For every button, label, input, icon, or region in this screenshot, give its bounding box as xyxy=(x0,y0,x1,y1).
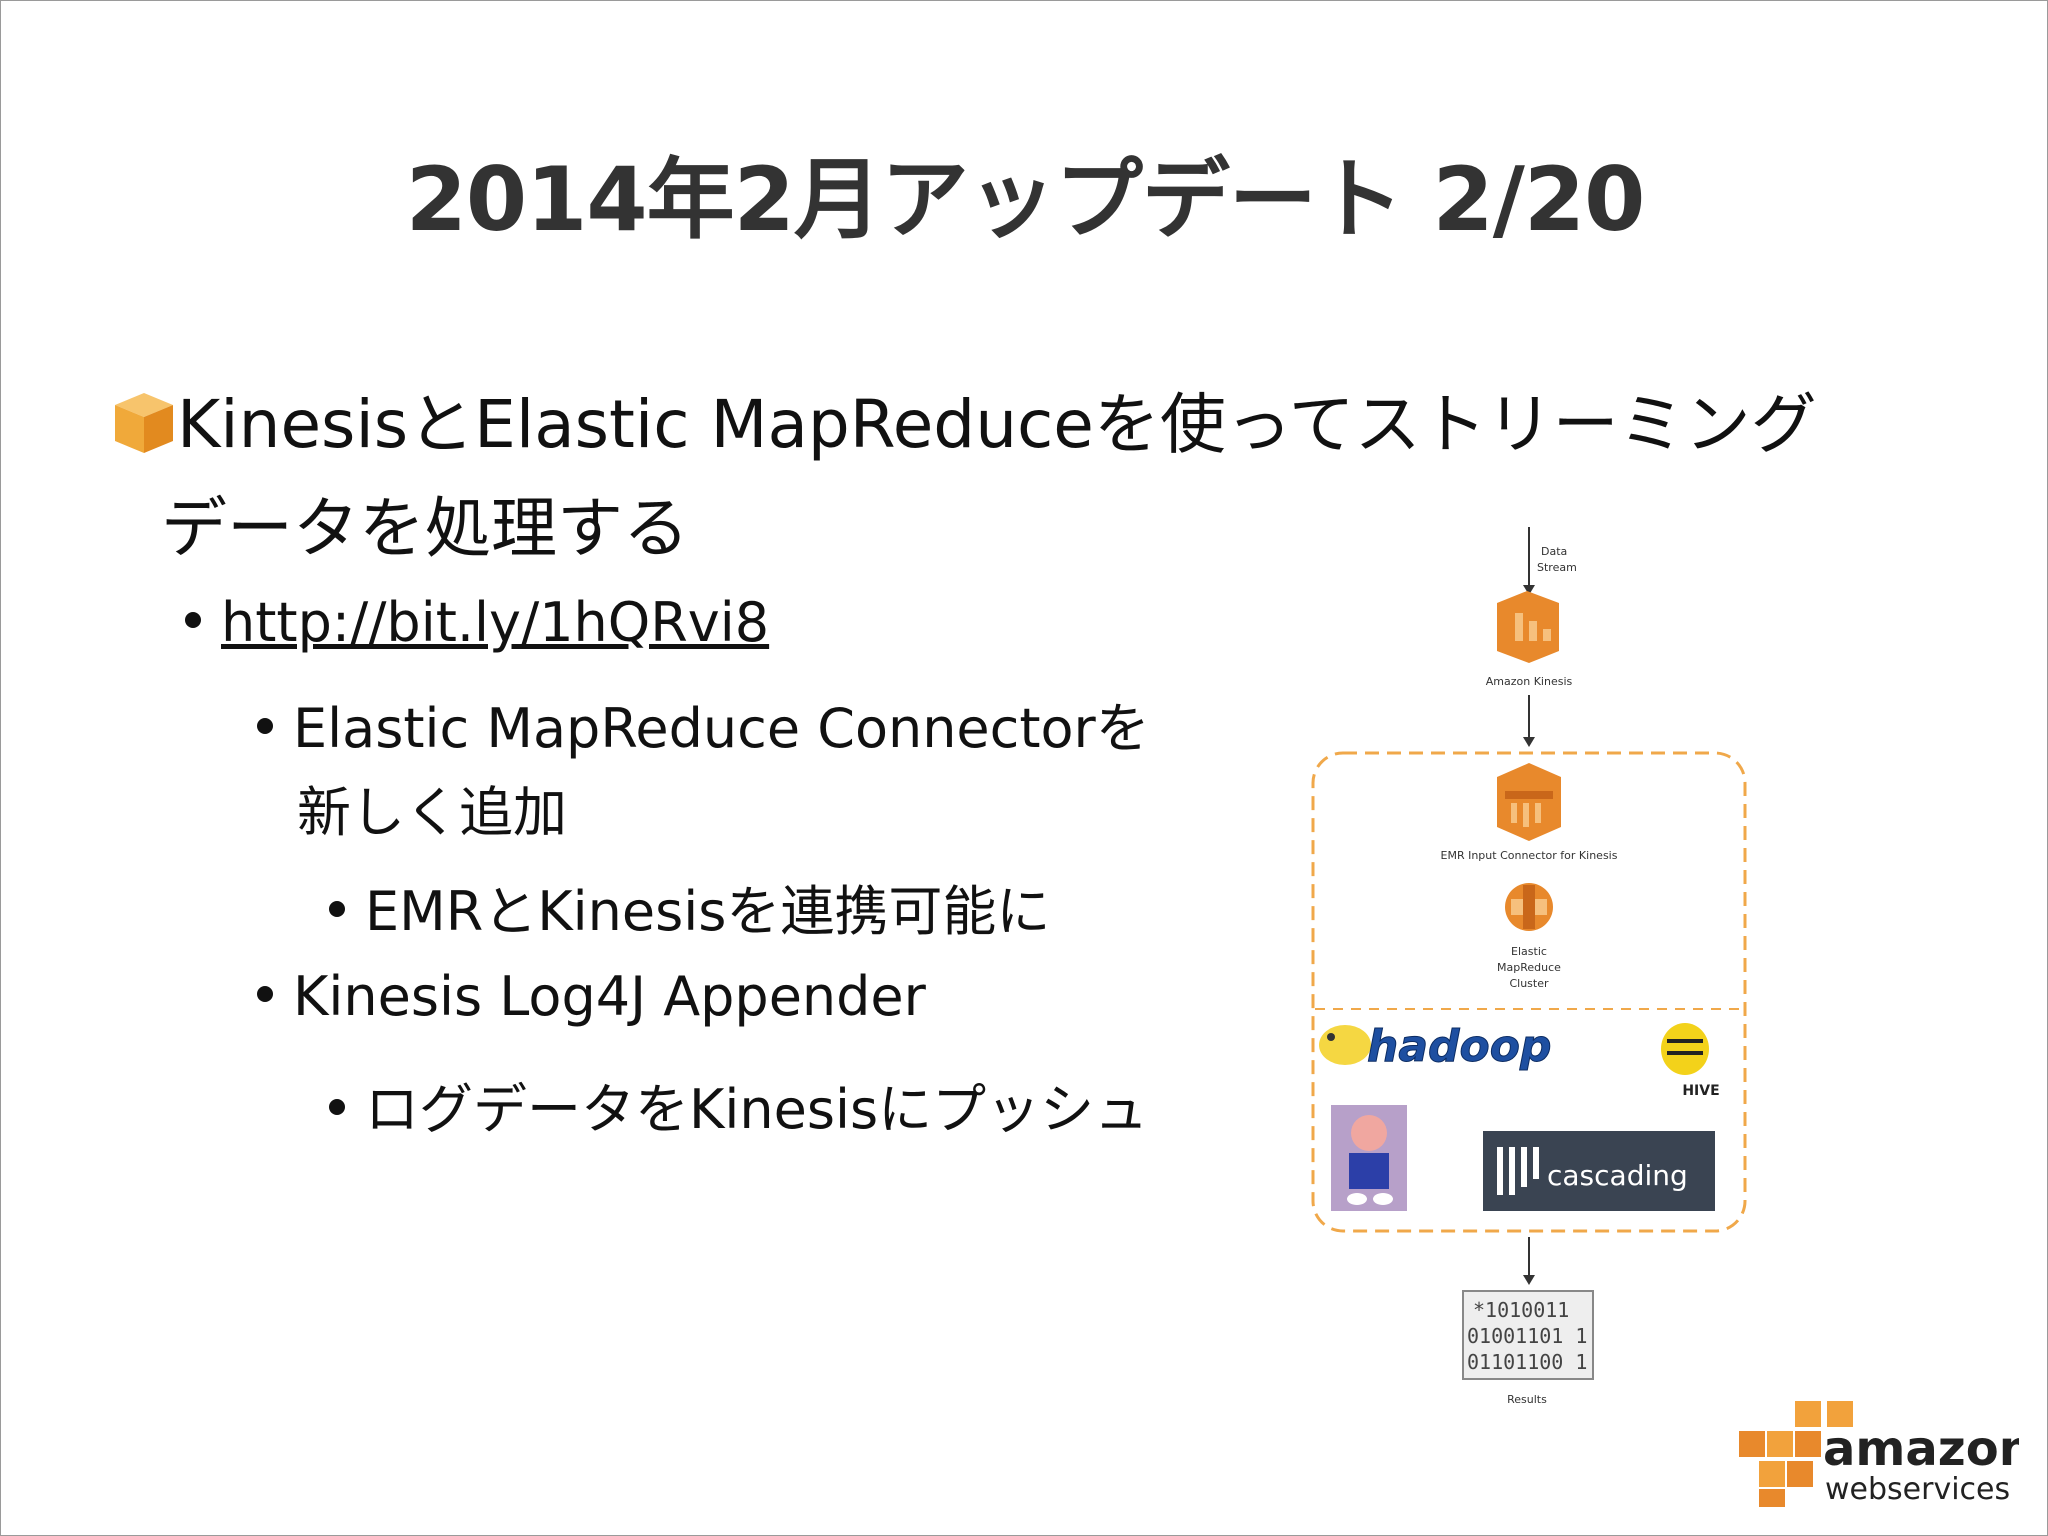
item-connector-line2: 新しく追加 xyxy=(297,781,567,844)
slide-title: 2014年2月アップデート 2/20 xyxy=(405,148,1646,251)
item-log4j-text: Kinesis Log4J Appender xyxy=(293,965,926,1028)
kinesis-icon xyxy=(1497,591,1559,663)
bullet-dot xyxy=(329,901,345,918)
results-binary-1: *1010011 xyxy=(1473,1298,1569,1322)
emr-icon xyxy=(1505,883,1553,931)
bullet-dot xyxy=(257,718,273,735)
item-push: ログデータをKinesisにプッシュ xyxy=(329,1065,1148,1144)
bullet-dot xyxy=(185,612,201,629)
cascading-text: cascading xyxy=(1547,1159,1688,1192)
results-binary-3: 01101100 1 xyxy=(1467,1350,1587,1374)
item-push-text: ログデータをKinesisにプッシュ xyxy=(365,1078,1149,1141)
item-log4j: Kinesis Log4J Appender xyxy=(257,965,926,1028)
cascading-logo: cascading xyxy=(1483,1131,1715,1211)
main-bullet-line2: データを処理する xyxy=(161,490,689,567)
item-connector: Elastic MapReduce Connectorを 新しく追加 xyxy=(257,687,1150,855)
aws-cubes-icon xyxy=(1739,1401,1853,1507)
hadoop-text: hadoop xyxy=(1367,1021,1551,1072)
bullet-dot xyxy=(257,986,273,1003)
hive-logo: HIVE xyxy=(1661,1023,1720,1099)
data-stream-label-2: Stream xyxy=(1537,561,1577,574)
link-bullet: http://bit.ly/1hQRvi8 xyxy=(185,591,769,654)
connector-icon xyxy=(1497,763,1561,841)
pig-logo xyxy=(1331,1105,1407,1211)
results-label: Results xyxy=(1507,1393,1547,1406)
emr-label-3: Cluster xyxy=(1509,977,1549,990)
hadoop-logo: hadoop xyxy=(1319,1021,1552,1073)
item-connector-line1: Elastic MapReduce Connectorを xyxy=(293,697,1150,760)
emr-label-1: Elastic xyxy=(1511,945,1547,958)
emr-cluster-container xyxy=(1311,751,1747,1233)
data-stream-label-1: Data xyxy=(1541,545,1567,558)
emr-label-2: MapReduce xyxy=(1497,961,1561,974)
architecture-diagram: Data Stream Amazon Kinesis EMR Input Con… xyxy=(1311,527,1747,1406)
bullet-dot xyxy=(329,1099,345,1116)
hive-text: HIVE xyxy=(1682,1083,1719,1099)
link-url[interactable]: http://bit.ly/1hQRvi8 xyxy=(221,591,770,654)
kinesis-label: Amazon Kinesis xyxy=(1486,675,1573,688)
connector-label: EMR Input Connector for Kinesis xyxy=(1441,849,1618,862)
results-binary-2: 01001101 1 xyxy=(1467,1324,1587,1348)
item-emr-kinesis-text: EMRとKinesisを連携可能に xyxy=(365,880,1051,943)
aws-logo-text-2: webservices xyxy=(1825,1472,2010,1507)
aws-logo-text-1: amazon xyxy=(1823,1421,2019,1477)
aws-logo: amazon webservices xyxy=(1739,1401,2019,1507)
main-bullet: KinesisとElastic MapReduceを使ってストリーミング データ… xyxy=(109,373,1889,581)
item-emr-kinesis: EMRとKinesisを連携可能に xyxy=(329,867,1050,946)
cube-bullet-icon xyxy=(115,393,173,453)
main-bullet-line1: KinesisとElastic MapReduceを使ってストリーミング xyxy=(177,386,1817,463)
results-icon: *1010011 01001101 1 01101100 1 xyxy=(1462,1290,1594,1380)
